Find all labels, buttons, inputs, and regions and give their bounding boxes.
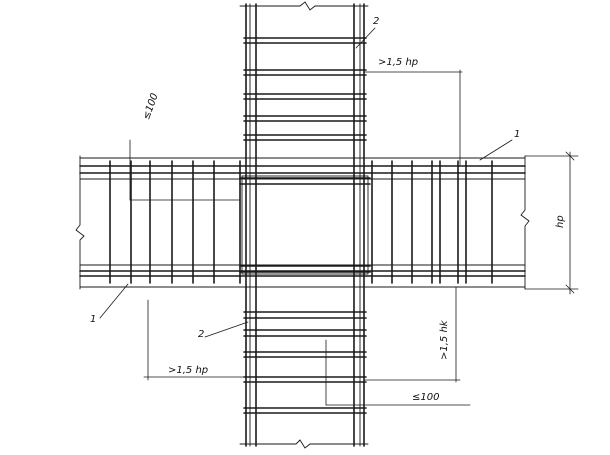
dim-bottom-column-label: >1,5 hp bbox=[168, 365, 209, 376]
column-stirrups-top bbox=[243, 37, 367, 141]
column-stirrups-bottom bbox=[243, 311, 367, 414]
beam-break-marks bbox=[75, 155, 530, 290]
beam-longitudinal-bars bbox=[79, 157, 526, 288]
marker-2-top: 2 bbox=[373, 16, 380, 27]
joint-core-stirrups bbox=[239, 175, 371, 275]
dim-right-column-label: >1,5 hk bbox=[439, 320, 450, 360]
dim-beam-height-label: hp bbox=[555, 215, 566, 228]
beam-stirrups-left bbox=[109, 160, 241, 284]
beam-stirrups-right bbox=[371, 160, 493, 284]
marker-2-bottom: 2 bbox=[198, 329, 205, 340]
dim-top-column-label: >1,5 hp bbox=[378, 57, 419, 68]
spacing-bottom-label: ≤100 bbox=[412, 392, 440, 403]
marker-1-left: 1 bbox=[90, 314, 97, 325]
marker-1-right: 1 bbox=[514, 129, 521, 140]
column-break-marks bbox=[239, 1, 369, 449]
column-longitudinal-bars bbox=[245, 3, 365, 447]
dimension-lines bbox=[99, 27, 579, 406]
